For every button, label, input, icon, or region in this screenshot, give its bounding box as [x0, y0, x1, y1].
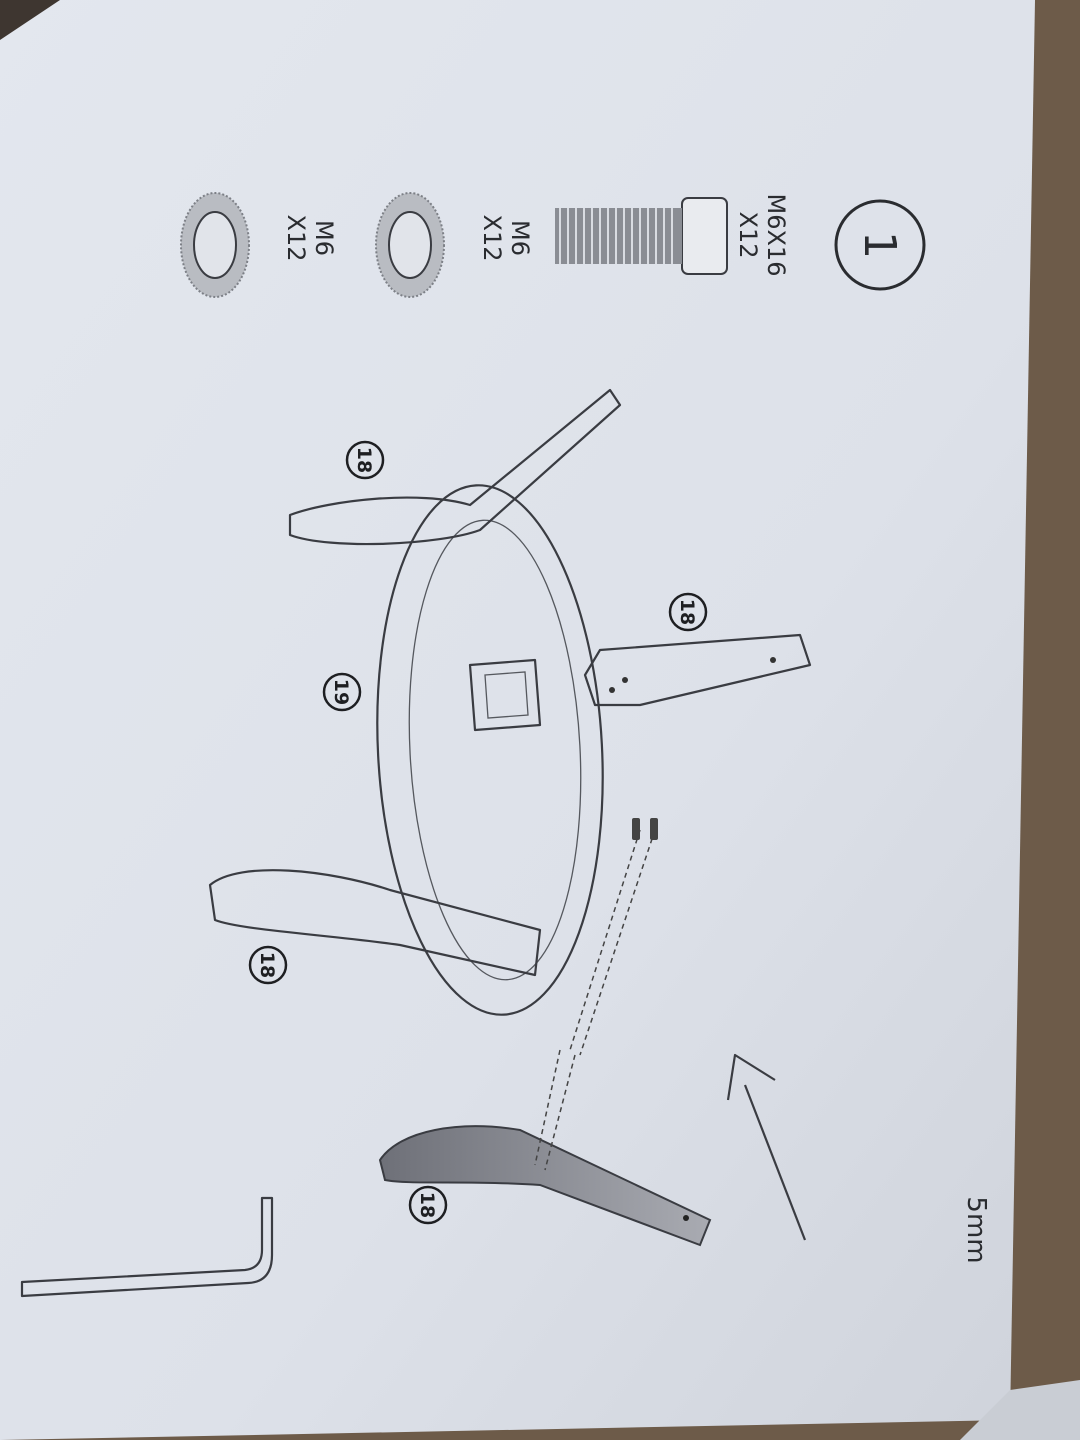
part-callout-18: 18	[248, 945, 288, 985]
allen-key-icon	[20, 1196, 274, 1298]
direction-arrow-icon	[726, 1053, 807, 1241]
svg-text:18: 18	[416, 1192, 438, 1218]
washer-icon	[180, 192, 250, 298]
washer-icon	[375, 192, 445, 298]
washer-size-label: M6	[310, 220, 338, 256]
base-ring-drawing	[376, 484, 604, 1016]
screw-icon	[632, 818, 658, 840]
svg-text:18: 18	[353, 447, 375, 473]
washer-qty-label: X12	[478, 215, 506, 262]
step-number: 1	[854, 231, 905, 259]
leg-drawing	[583, 633, 812, 707]
washer-size-label: M6	[506, 220, 534, 256]
svg-text:19: 19	[330, 679, 352, 705]
instruction-page	[0, 0, 1035, 1440]
step-number-badge: 1	[834, 199, 926, 291]
part-callout-18: 18	[408, 1185, 448, 1225]
part-callout-18: 18	[345, 440, 385, 480]
part-callout-18: 18	[668, 592, 708, 632]
washer-qty-label: X12	[282, 215, 310, 262]
leg-drawing-dark	[378, 1125, 712, 1247]
bolt-qty-label: X12	[734, 212, 762, 259]
bolt-size-label: M6X16	[762, 194, 790, 277]
svg-text:18: 18	[256, 952, 278, 978]
allen-key-size-label: 5mm	[961, 1196, 991, 1263]
part-callout-19: 19	[322, 672, 362, 712]
leg-drawing	[208, 869, 542, 977]
under-page	[960, 1380, 1080, 1440]
leg-drawing	[288, 388, 622, 546]
bolt-icon	[555, 197, 728, 275]
screw-assembly-lines	[534, 829, 656, 1171]
svg-text:18: 18	[676, 599, 698, 625]
